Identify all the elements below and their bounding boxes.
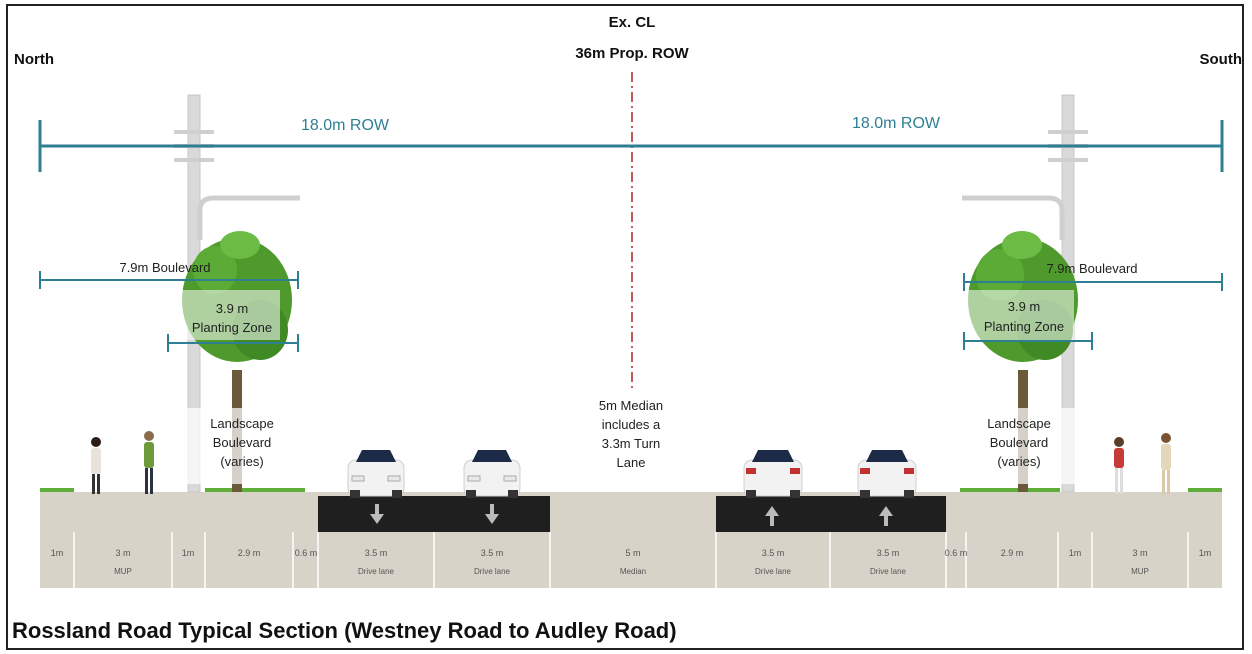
median-note-line2: includes a [602,417,661,432]
pedestrian-left-2 [144,431,154,494]
landscape-right-line2: Boulevard [990,435,1049,450]
centerline-label: Ex. CL [609,14,656,31]
planting-width-right: 3.9 m [1008,299,1041,314]
pedestrian-right-2 [1161,433,1171,494]
segment-name-1: MUP [114,567,132,576]
landscape-label-left: Landscape Boulevard (varies) [210,416,274,469]
diagram-frame [6,4,1244,650]
lane-arrow-down-2 [485,504,499,524]
planting-box-left [180,290,280,340]
lane-arrow-down-1 [370,504,384,524]
row-label-left: 18.0m ROW [301,117,390,134]
median-note: 5m Median includes a 3.3m Turn Lane [599,398,663,470]
segment-labels: 1m 3 m MUP 1m 2.9 m 0.6 m 3.5 m Drive lane 3.5 m… [51,548,1212,576]
boulevard-dimension-right [963,273,1223,291]
segment-width-0: 1m [51,548,64,558]
grass-strips [40,488,1222,492]
segment-width-7: 5 m [625,548,640,558]
median-note-line1: 5m Median [599,398,663,413]
segment-name-6: Drive lane [474,567,511,576]
car-rear-2 [857,450,917,498]
median-note-line4: Lane [617,455,646,470]
segment-dividers [73,532,1189,588]
segment-name-7: Median [620,567,646,576]
median-note-line3: 3.3m Turn [602,436,661,451]
segment-width-13: 3 m [1132,548,1147,558]
row-dimension-line [38,120,1224,172]
car-front-2 [463,450,521,498]
boulevard-label-right: 7.9m Boulevard [1046,261,1137,276]
segment-width-14: 1m [1199,548,1212,558]
boulevard-label-left: 7.9m Boulevard [119,260,210,275]
car-front-1 [347,450,405,498]
segment-name-13: MUP [1131,567,1149,576]
street-light-right [962,195,1065,240]
segment-width-5: 3.5 m [365,548,388,558]
roadway-eastbound [716,496,946,532]
pedestrian-right-1 [1114,437,1124,494]
pedestrian-left-1 [91,437,101,494]
segment-width-4: 0.6 m [295,548,318,558]
segment-name-5: Drive lane [358,567,395,576]
row-label-right: 18.0m ROW [852,115,941,132]
segment-name-9: Drive lane [870,567,907,576]
landscape-right-line3: (varies) [997,454,1040,469]
segment-width-1: 3 m [115,548,130,558]
landscape-right-line1: Landscape [987,416,1051,431]
street-light-left [197,195,300,240]
lane-arrow-up-1 [765,506,779,526]
landscape-left-line1: Landscape [210,416,274,431]
row-total-label: 36m Prop. ROW [575,45,689,62]
segment-width-11: 2.9 m [1001,548,1024,558]
planting-label-right: Planting Zone [984,319,1064,334]
segment-width-10: 0.6 m [945,548,968,558]
roadway-westbound [318,496,550,532]
landscape-left-line2: Boulevard [213,435,272,450]
south-label: South [1200,51,1243,68]
planting-width-left: 3.9 m [216,301,249,316]
segment-width-12: 1m [1069,548,1082,558]
planting-label-left: Planting Zone [192,320,272,335]
planting-dimension-left [167,334,299,352]
planting-dimension-right [963,332,1093,350]
segment-width-8: 3.5 m [762,548,785,558]
landscape-box-right [958,408,1080,484]
landscape-box-left [180,408,304,484]
segment-width-9: 3.5 m [877,548,900,558]
segment-width-3: 2.9 m [238,548,261,558]
segment-width-2: 1m [182,548,195,558]
diagram-caption: Rossland Road Typical Section (Westney R… [12,618,677,643]
boulevard-dimension-left [39,271,299,289]
car-rear-1 [743,450,803,498]
lane-arrow-up-2 [879,506,893,526]
segment-width-6: 3.5 m [481,548,504,558]
landscape-label-right: Landscape Boulevard (varies) [987,416,1051,469]
north-label: North [14,51,54,68]
planting-box-right [964,290,1074,340]
boulevard-ground-band [40,492,1222,588]
landscape-left-line3: (varies) [220,454,263,469]
segment-name-8: Drive lane [755,567,792,576]
